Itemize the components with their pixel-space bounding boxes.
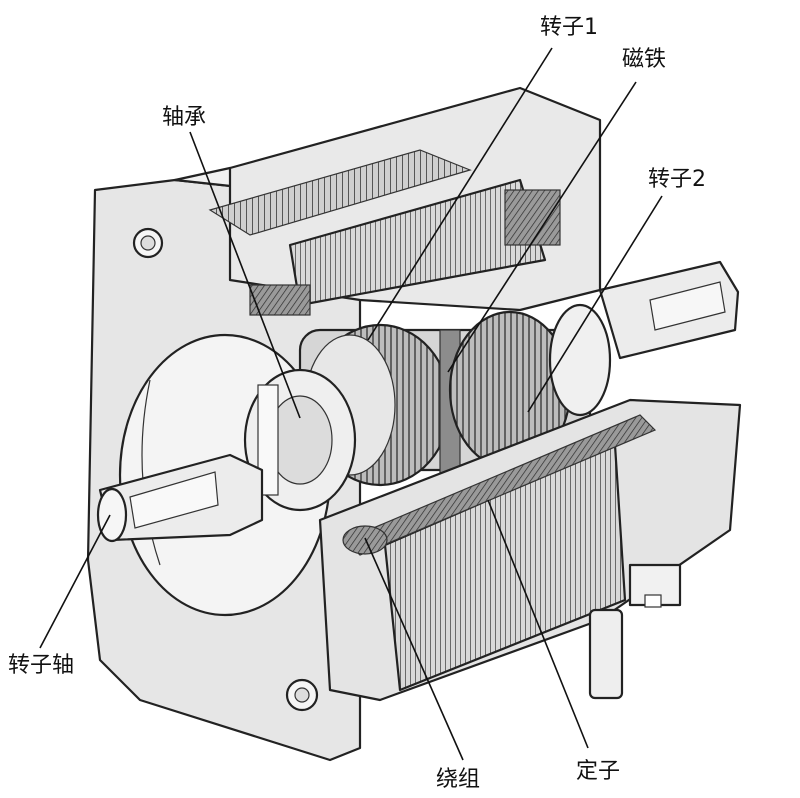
label-winding: 绕组	[436, 767, 480, 792]
label-rotor2: 转子2	[648, 167, 706, 192]
bearing	[243, 368, 357, 512]
leader-winding	[364, 537, 464, 761]
leader-bearing	[189, 131, 301, 419]
label-stator: 定子	[576, 759, 620, 784]
housing-top	[208, 86, 602, 316]
leader-stator	[487, 499, 589, 749]
leader-lines	[39, 47, 663, 761]
labels: 转子1 磁铁 轴承 转子2 转子轴 绕组 定子	[8, 15, 706, 792]
label-rotor-shaft: 转子轴	[8, 653, 74, 678]
cable-connector	[588, 563, 682, 700]
label-bearing: 轴承	[162, 105, 206, 130]
leader-magnet	[447, 81, 637, 373]
rear-shaft	[598, 260, 740, 360]
leader-rotor-shaft	[39, 514, 111, 649]
front-shaft	[96, 453, 264, 543]
label-magnet: 磁铁	[622, 47, 666, 72]
screw-top-left	[132, 227, 164, 259]
screw-bottom-left	[285, 678, 319, 712]
housing-bottom	[318, 398, 742, 702]
leader-rotor2	[527, 195, 663, 413]
leader-rotor1	[367, 47, 553, 341]
label-rotor1: 转子1	[540, 15, 598, 40]
